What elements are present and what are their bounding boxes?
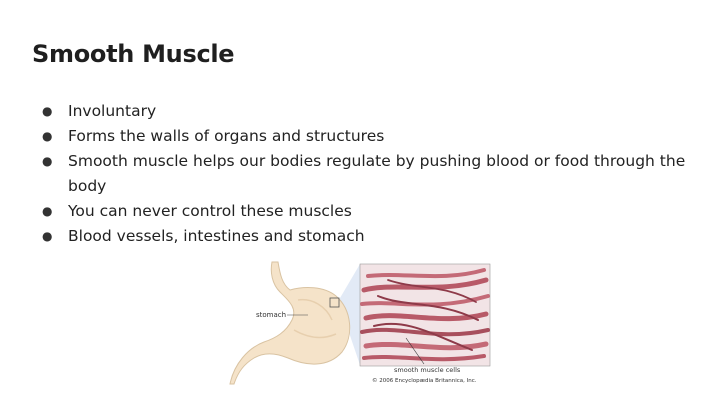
bullet-marker: ● xyxy=(42,229,53,243)
bullet-marker: ● xyxy=(42,154,53,168)
bullet-marker: ● xyxy=(42,204,53,218)
zoom-panel xyxy=(340,264,360,365)
stomach-illustration: stomach smooth musc xyxy=(229,261,491,385)
bullet-marker: ● xyxy=(42,104,53,118)
smooth-muscle-cells-label: smooth muscle cells xyxy=(394,366,461,374)
bullet-text: You can never control these muscles xyxy=(68,202,352,220)
bullet-item: ● Smooth muscle helps our bodies regulate… xyxy=(40,149,690,199)
smooth-muscle-figure: stomach smooth musc xyxy=(228,260,498,392)
bullet-item: ● You can never control these muscles xyxy=(40,199,690,224)
bullet-text: Blood vessels, intestines and stomach xyxy=(68,227,365,245)
bullet-text: Involuntary xyxy=(68,102,157,120)
bullet-item: ● Forms the walls of organs and structure… xyxy=(40,124,690,149)
bullet-marker: ● xyxy=(42,129,53,143)
stomach-shape xyxy=(229,261,351,385)
bullet-list: ● Involuntary ● Forms the walls of organs … xyxy=(40,99,690,249)
stomach-fold xyxy=(297,298,333,321)
bullet-text: Forms the walls of organs and structures xyxy=(68,127,385,145)
bullet-text: Smooth muscle helps our bodies regulate … xyxy=(68,152,686,195)
stomach-fold xyxy=(293,329,337,339)
muscle-tissue-panel xyxy=(359,263,491,367)
zoom-marker xyxy=(329,297,340,308)
slide-title: Smooth Muscle xyxy=(32,40,235,68)
bullet-item: ● Involuntary xyxy=(40,99,690,124)
copyright-text: © 2006 Encyclopædia Britannica, Inc. xyxy=(372,377,477,384)
bullet-item: ● Blood vessels, intestines and stomach xyxy=(40,224,690,249)
stomach-label: stomach xyxy=(256,311,286,319)
cells-leader-line xyxy=(405,337,425,365)
